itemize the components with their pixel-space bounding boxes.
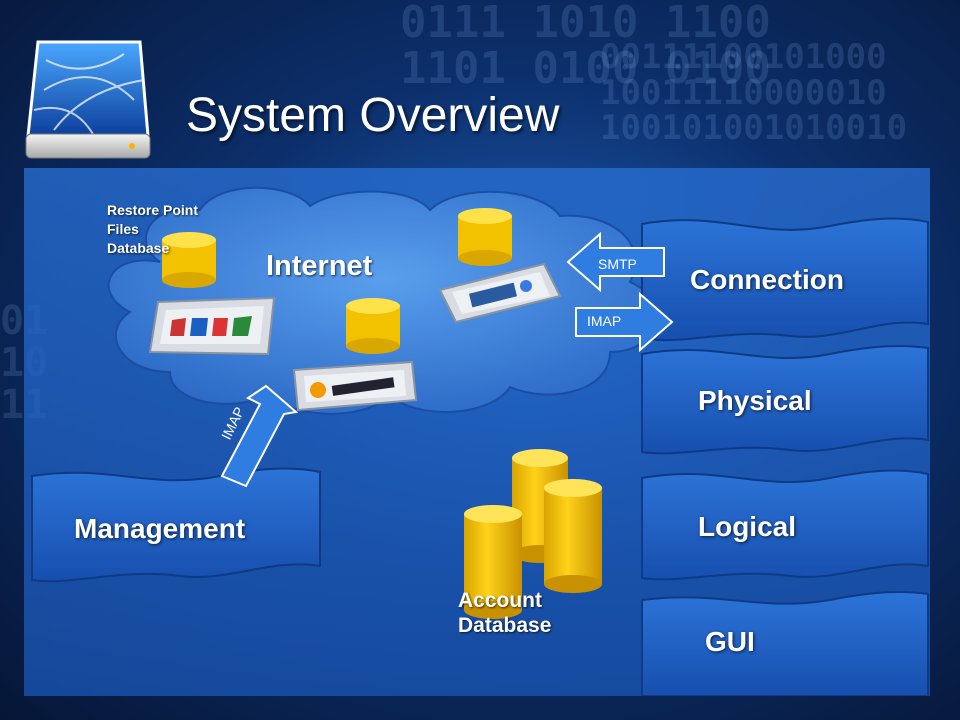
restore-point-line: Restore Point bbox=[107, 202, 199, 218]
cloud-label: Internet bbox=[266, 250, 373, 282]
database-line: Database bbox=[107, 240, 170, 256]
logical-label: Logical bbox=[698, 511, 797, 542]
binary-pattern-decoration: 0111 1010 1100 1101 0100 0100 bbox=[400, 0, 771, 95]
gui-module-tab[interactable] bbox=[640, 582, 930, 696]
logical-module-tab[interactable] bbox=[640, 456, 930, 586]
gmail-logo-plate bbox=[148, 296, 276, 356]
physical-module-tab[interactable] bbox=[640, 332, 930, 460]
zapak-mail-logo-plate bbox=[292, 360, 418, 412]
binary-pattern-decoration: 00111100101000 10011110000010 1001010010… bbox=[600, 37, 908, 149]
page-title: System Overview bbox=[186, 89, 560, 142]
account-database-label: Account Database bbox=[458, 588, 551, 638]
management-module-tab[interactable] bbox=[30, 458, 322, 588]
imap-label-right: IMAP bbox=[587, 313, 622, 329]
connection-label: Connection bbox=[690, 264, 844, 295]
files-line: Files bbox=[107, 221, 139, 237]
account-line: Account bbox=[458, 589, 542, 612]
restore-point-database-label: Restore Point Files Database bbox=[107, 201, 198, 258]
connection-module-tab[interactable] bbox=[640, 212, 930, 348]
account-database-cylinders bbox=[464, 449, 602, 619]
physical-label: Physical bbox=[698, 385, 812, 416]
management-label: Management bbox=[74, 513, 246, 544]
hard-drive-icon bbox=[25, 40, 151, 159]
database-cylinder-zapak bbox=[346, 298, 400, 354]
database-line: Database bbox=[458, 614, 552, 637]
smtp-label: SMTP bbox=[598, 256, 637, 272]
database-cylinder-aol bbox=[458, 208, 512, 266]
gui-label: GUI bbox=[705, 626, 755, 657]
imap-arrow-from-management bbox=[220, 384, 298, 488]
restore-point-database-cylinder bbox=[162, 232, 216, 288]
smtp-arrow bbox=[566, 232, 665, 292]
aol-logo-plate bbox=[438, 262, 562, 324]
imap-arrow-to-connection bbox=[575, 292, 674, 352]
